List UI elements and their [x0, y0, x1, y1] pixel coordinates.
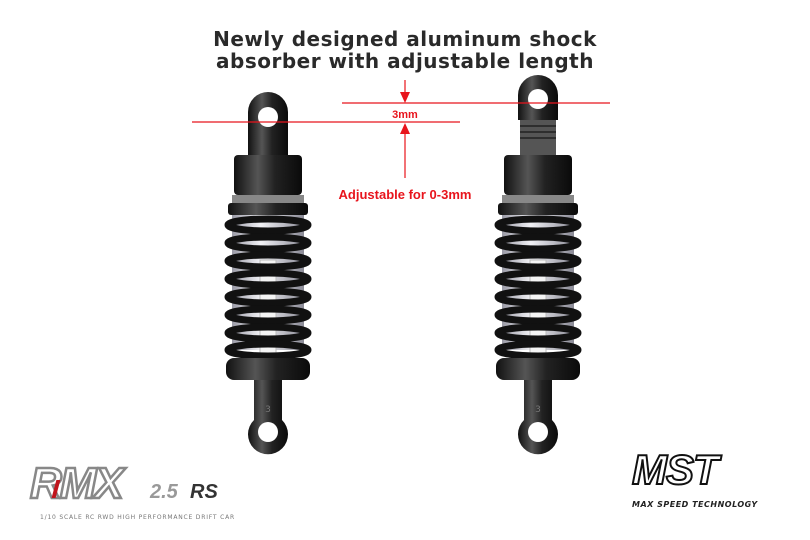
- right-shock: [496, 75, 580, 454]
- svg-text:MST: MST: [632, 446, 722, 493]
- headline-line-2: absorber with adjustable length: [216, 49, 594, 73]
- left-shock: [226, 92, 310, 454]
- mst-logo: MST: [631, 445, 724, 494]
- product-tagline: 1/10 SCALE RC RWD HIGH PERFORMANCE DRIFT…: [40, 514, 235, 521]
- rmx-logo: RMX 2.5 RS: [29, 458, 219, 510]
- svg-text:RMX: RMX: [30, 459, 126, 508]
- svg-text:2.5: 2.5: [149, 481, 179, 503]
- maker-tagline: MAX SPEED TECHNOLOGY: [632, 500, 758, 509]
- svg-text:RS: RS: [190, 481, 218, 503]
- gap-label: 3mm: [392, 109, 418, 121]
- adjust-range-label: Adjustable for 0-3mm: [339, 187, 472, 202]
- headline-line-1: Newly designed aluminum shock: [213, 27, 597, 51]
- measurement-guides: [192, 80, 610, 178]
